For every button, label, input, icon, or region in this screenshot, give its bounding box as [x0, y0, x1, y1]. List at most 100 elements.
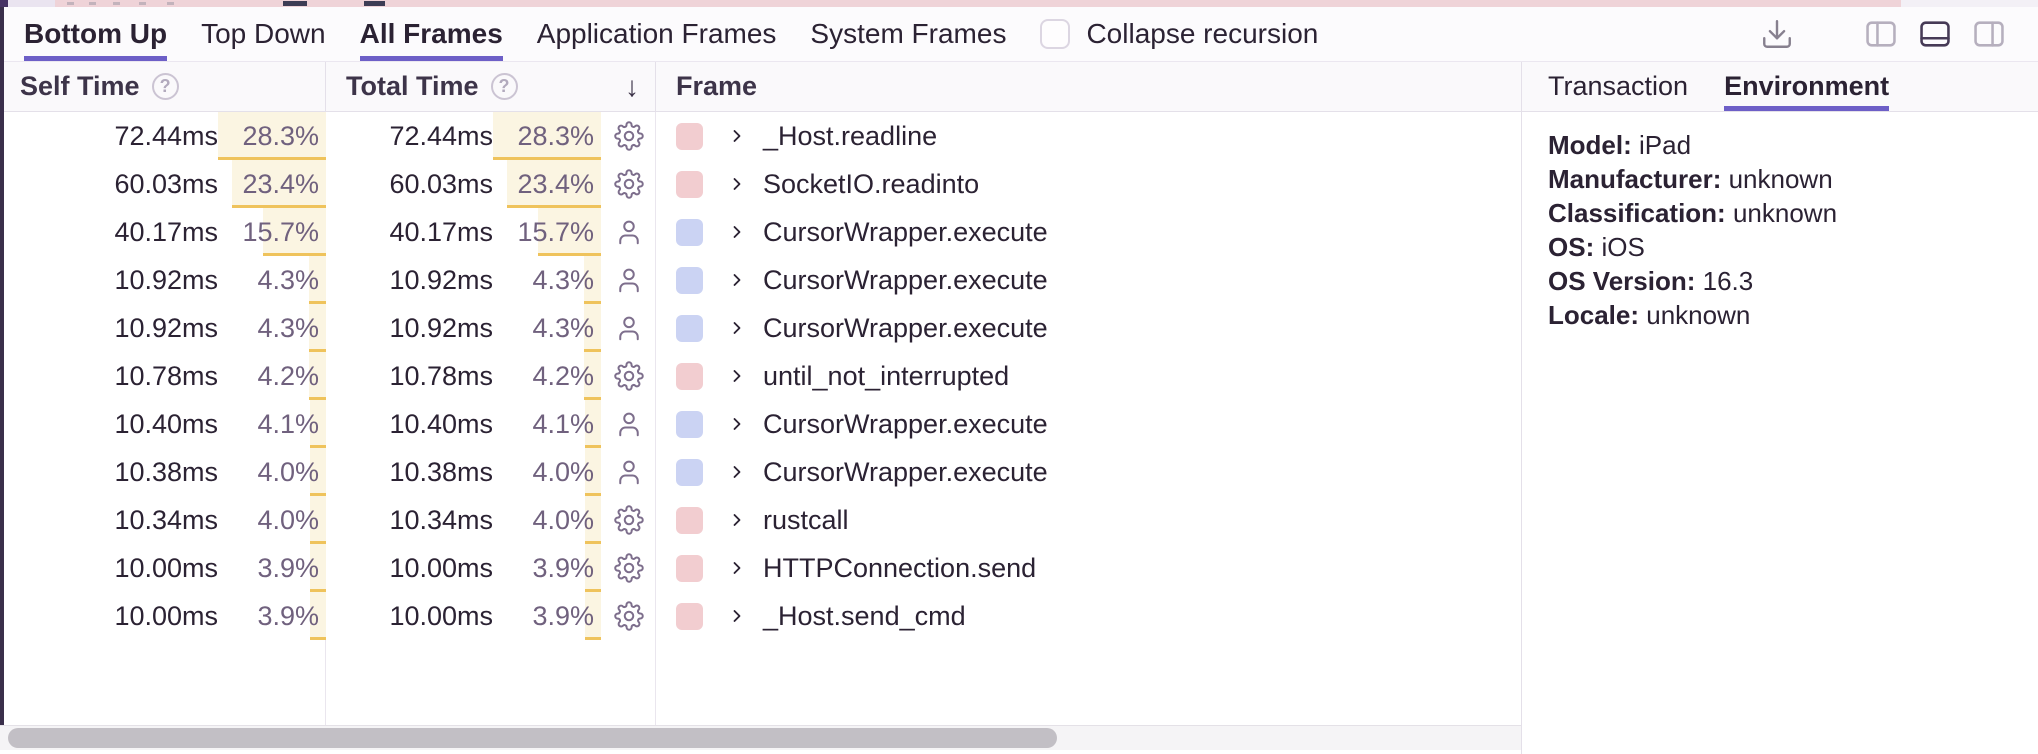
total-time-value: 60.03ms: [389, 168, 493, 199]
self-percent-value: 28.3%: [242, 120, 319, 151]
chevron-right-icon[interactable]: [727, 174, 747, 194]
table-row[interactable]: 10.34ms 4.0% 10.34ms 4.0%: [0, 496, 1521, 544]
frame-name: CursorWrapper.execute: [763, 312, 1048, 343]
total-percent-value: 4.3%: [532, 312, 594, 343]
table-row[interactable]: 10.92ms 4.3% 10.92ms 4.3%: [0, 256, 1521, 304]
tab-transaction[interactable]: Transaction: [1548, 71, 1689, 101]
table-row[interactable]: 60.03ms 23.4% 60.03ms 23.4%: [0, 160, 1521, 208]
self-time-value: 10.40ms: [114, 408, 218, 439]
environment-details: Model: iPad Manufacturer: unknown Classi…: [1522, 112, 2038, 332]
total-percent-value: 3.9%: [532, 600, 594, 631]
frame-color-swatch: [676, 218, 703, 246]
panel-left-icon[interactable]: [1862, 17, 1900, 51]
horizontal-scrollbar[interactable]: [0, 725, 1521, 750]
total-percent-value: 4.3%: [532, 264, 594, 295]
percent-heat-bar: [585, 544, 601, 592]
sort-descending-icon[interactable]: ↓: [625, 70, 639, 102]
field-label: OS Version:: [1548, 266, 1696, 296]
environment-field: Manufacturer: unknown: [1548, 162, 2018, 196]
frame-name: _Host.readline: [763, 120, 938, 151]
self-time-value: 10.00ms: [114, 600, 218, 631]
self-percent-cell: 4.3%: [218, 256, 326, 304]
total-time-cell: 10.34ms 4.0%: [326, 496, 656, 544]
chevron-right-icon[interactable]: [727, 222, 747, 242]
field-value: 16.3: [1702, 266, 1754, 296]
frame-cell: SocketIO.readinto: [656, 160, 1521, 208]
table-body: 72.44ms 28.3% 72.44ms 28.3%: [0, 112, 1521, 754]
download-icon[interactable]: [1760, 7, 1794, 61]
total-time-cell: 40.17ms 15.7%: [326, 208, 656, 256]
scrollbar-thumb[interactable]: [8, 728, 1057, 748]
panel-bottom-icon[interactable]: [1916, 17, 1954, 51]
total-time-value: 72.44ms: [389, 120, 493, 151]
frame-name: _Host.send_cmd: [763, 600, 966, 631]
total-time-value: 10.78ms: [389, 360, 493, 391]
tab-top-down[interactable]: Top Down: [201, 18, 326, 49]
total-percent-cell: 4.0%: [493, 448, 601, 496]
self-time-value: 10.38ms: [114, 456, 218, 487]
table-row[interactable]: 10.92ms 4.3% 10.92ms 4.3%: [0, 304, 1521, 352]
field-label: Model:: [1548, 130, 1632, 160]
total-percent-value: 3.9%: [532, 552, 594, 583]
tab-all-frames[interactable]: All Frames: [359, 7, 503, 61]
chevron-right-icon[interactable]: [727, 414, 747, 434]
total-time-cell: 10.78ms 4.2%: [326, 352, 656, 400]
tab-environment[interactable]: Environment: [1724, 62, 1890, 111]
percent-heat-bar: [585, 448, 601, 496]
frame-cell: CursorWrapper.execute: [656, 208, 1521, 256]
chevron-right-icon[interactable]: [727, 606, 747, 626]
collapse-recursion-checkbox[interactable]: [1040, 19, 1071, 49]
percent-heat-bar: [310, 592, 326, 640]
self-time-cell: 10.00ms 3.9%: [0, 592, 326, 640]
self-percent-cell: 4.0%: [218, 496, 326, 544]
total-time-value: 40.17ms: [389, 216, 493, 247]
chevron-right-icon[interactable]: [727, 318, 747, 338]
frame-cell: until_not_interrupted: [656, 352, 1521, 400]
collapse-recursion-control[interactable]: Collapse recursion: [1040, 7, 1318, 61]
total-percent-cell: 3.9%: [493, 544, 601, 592]
chevron-right-icon[interactable]: [727, 270, 747, 290]
table-row[interactable]: 10.00ms 3.9% 10.00ms 3.9%: [0, 592, 1521, 640]
self-percent-value: 4.2%: [257, 360, 319, 391]
table-row[interactable]: 10.78ms 4.2% 10.78ms 4.2%: [0, 352, 1521, 400]
field-value: iOS: [1601, 232, 1645, 262]
tab-bottom-up[interactable]: Bottom Up: [24, 7, 168, 61]
panel-right-icon[interactable]: [1970, 17, 2008, 51]
self-time-value: 72.44ms: [114, 120, 218, 151]
percent-heat-bar: [263, 208, 326, 256]
flamegraph-segment: [8, 0, 55, 7]
chevron-right-icon[interactable]: [727, 462, 747, 482]
chevron-right-icon[interactable]: [727, 510, 747, 530]
column-header-total-time[interactable]: Total Time ? ↓: [326, 62, 656, 111]
percent-heat-bar: [584, 352, 601, 400]
table-row[interactable]: 10.38ms 4.0% 10.38ms 4.0%: [0, 448, 1521, 496]
total-time-value: 10.40ms: [389, 408, 493, 439]
gear-icon: [601, 169, 656, 199]
person-icon: [601, 217, 656, 247]
total-time-cell: 10.92ms 4.3%: [326, 256, 656, 304]
frame-color-swatch: [676, 458, 703, 486]
total-time-value: 10.92ms: [389, 264, 493, 295]
chevron-right-icon[interactable]: [727, 126, 747, 146]
total-percent-value: 4.0%: [532, 456, 594, 487]
person-icon: [601, 457, 656, 487]
column-header-self-time[interactable]: Self Time ?: [0, 62, 326, 111]
table-row[interactable]: 72.44ms 28.3% 72.44ms 28.3%: [0, 112, 1521, 160]
self-percent-value: 23.4%: [242, 168, 319, 199]
chevron-right-icon[interactable]: [727, 366, 747, 386]
percent-heat-bar: [493, 112, 601, 160]
table-row[interactable]: 40.17ms 15.7% 40.17ms 15.7%: [0, 208, 1521, 256]
percent-heat-bar: [585, 400, 601, 448]
table-row[interactable]: 10.40ms 4.1% 10.40ms 4.1%: [0, 400, 1521, 448]
frame-cell: CursorWrapper.execute: [656, 400, 1521, 448]
tab-application-frames[interactable]: Application Frames: [536, 18, 777, 49]
tab-system-frames[interactable]: System Frames: [810, 18, 1007, 49]
percent-heat-bar: [585, 592, 601, 640]
total-time-label: Total Time: [346, 71, 479, 101]
table-row[interactable]: 10.00ms 3.9% 10.00ms 3.9%: [0, 544, 1521, 592]
self-time-cell: 10.92ms 4.3%: [0, 256, 326, 304]
panel-left-divider: [0, 7, 4, 725]
self-percent-cell: 15.7%: [218, 208, 326, 256]
chevron-right-icon[interactable]: [727, 558, 747, 578]
